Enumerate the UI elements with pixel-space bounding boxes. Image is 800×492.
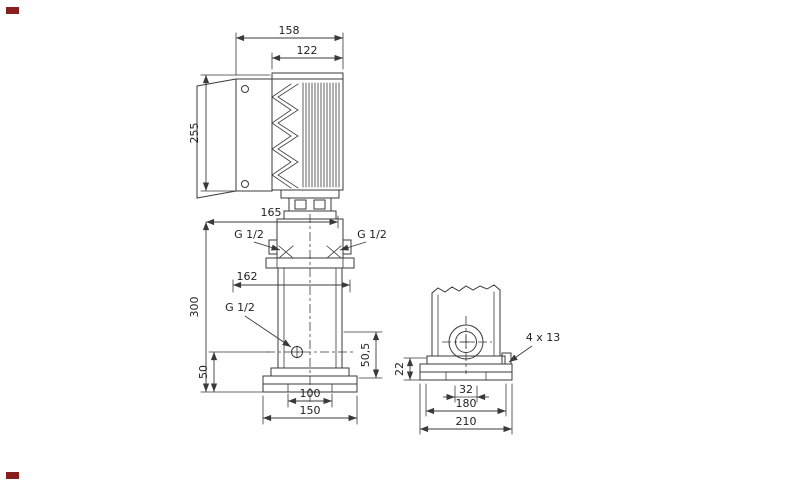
dim-fan-cover-width: 122 (297, 44, 318, 57)
dim-top-width: 158 (279, 24, 300, 37)
break-line (431, 284, 501, 294)
terminal-box (196, 78, 273, 199)
drain-port-label: G 1/2 (225, 301, 255, 314)
dim-port-height-left: 50 (197, 365, 210, 379)
motor-winding-zigzag-2 (271, 83, 292, 189)
drain-port-leader (244, 315, 292, 348)
bolt-holes-label: 4 x 13 (526, 331, 561, 344)
port-left-leader (253, 241, 281, 251)
dim-base-inner-width: 100 (300, 387, 321, 400)
clamp-bolt-right-mark (326, 245, 342, 259)
chamber-stack (266, 214, 354, 402)
suction-port-outer-circle (448, 324, 484, 360)
front-view-dimensions: 158 122 255 165 G 1/2 G 1/2 162 300 G 1/… (188, 24, 387, 425)
base-front (262, 367, 358, 393)
dim-port-height-right: 50,5 (359, 343, 372, 368)
port-right-leader (339, 241, 367, 251)
dim-pump-height: 300 (188, 297, 201, 318)
bolt-holes-leader (508, 345, 533, 363)
clamp-bolt-left-mark (278, 245, 294, 259)
base-view-body (419, 284, 513, 381)
port-left-label: G 1/2 (234, 228, 264, 241)
corner-mark-bottom (6, 472, 19, 479)
motor-fins (302, 82, 340, 188)
dim-base-outer-width: 150 (300, 404, 321, 417)
base-view-dimensions: 4 x 13 22 32 180 210 (393, 331, 561, 435)
dim-base-height: 22 (393, 362, 406, 376)
suction-port-inner-circle (455, 331, 477, 353)
motor-winding-zigzag (277, 83, 299, 189)
dim-bolt-spacing: 180 (456, 397, 477, 410)
motor-body (271, 72, 344, 191)
port-right-label: G 1/2 (357, 228, 387, 241)
dim-motor-height: 255 (188, 123, 201, 144)
dim-head-width: 165 (261, 206, 282, 219)
base-clamp-tab (501, 352, 512, 365)
dim-base-width: 210 (456, 415, 477, 428)
dim-port-bore: 32 (459, 383, 473, 396)
dim-body-width: 162 (237, 270, 258, 283)
corner-mark-top (6, 7, 19, 14)
